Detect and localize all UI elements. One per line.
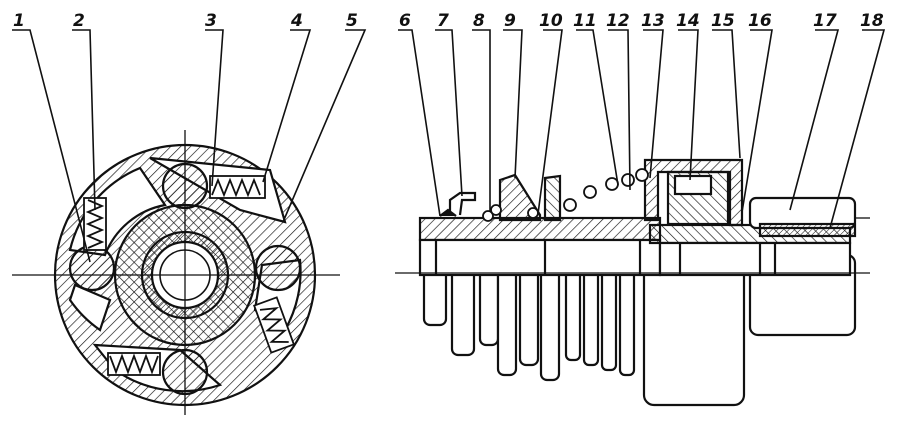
roller [68, 244, 116, 292]
callout-label: 8 [473, 11, 485, 31]
pressure-ring [543, 174, 562, 222]
cam-cavity [68, 283, 112, 332]
disc-stack [422, 253, 857, 407]
callout-labels: 1 2 3 4 5 6 7 8 9 10 11 12 13 14 15 16 1… [13, 11, 884, 31]
callout-label: 6 [399, 11, 411, 31]
shaft-body [418, 238, 662, 277]
callout-label: 10 [539, 11, 563, 31]
spring [107, 352, 161, 376]
callout-label: 11 [573, 11, 597, 31]
callout-label: 14 [676, 11, 700, 31]
hub-body [658, 241, 852, 277]
callout-label: 16 [748, 11, 772, 31]
retaining-clip [448, 191, 477, 216]
callout-label: 5 [346, 11, 358, 31]
callout-label: 9 [504, 11, 516, 31]
callout-label: 2 [73, 11, 85, 31]
main-shaft [418, 216, 662, 242]
callout-label: 1 [13, 11, 25, 31]
cup [643, 158, 744, 227]
roller [254, 244, 302, 292]
callout-label: 15 [711, 11, 735, 31]
callout-label: 17 [813, 11, 837, 31]
sleeve-liner [758, 222, 857, 238]
spring-coils [482, 168, 649, 222]
callout-label: 13 [641, 11, 665, 31]
callout-label: 7 [437, 11, 449, 31]
spring [209, 175, 266, 199]
callout-label: 4 [290, 11, 303, 31]
callout-label: 3 [205, 11, 217, 31]
leader-lines [12, 29, 886, 263]
cross-section-view [12, 130, 340, 415]
spring [253, 296, 295, 354]
callout-label: 18 [860, 11, 884, 31]
callout-label: 12 [606, 11, 630, 31]
longitudinal-view [395, 158, 870, 407]
